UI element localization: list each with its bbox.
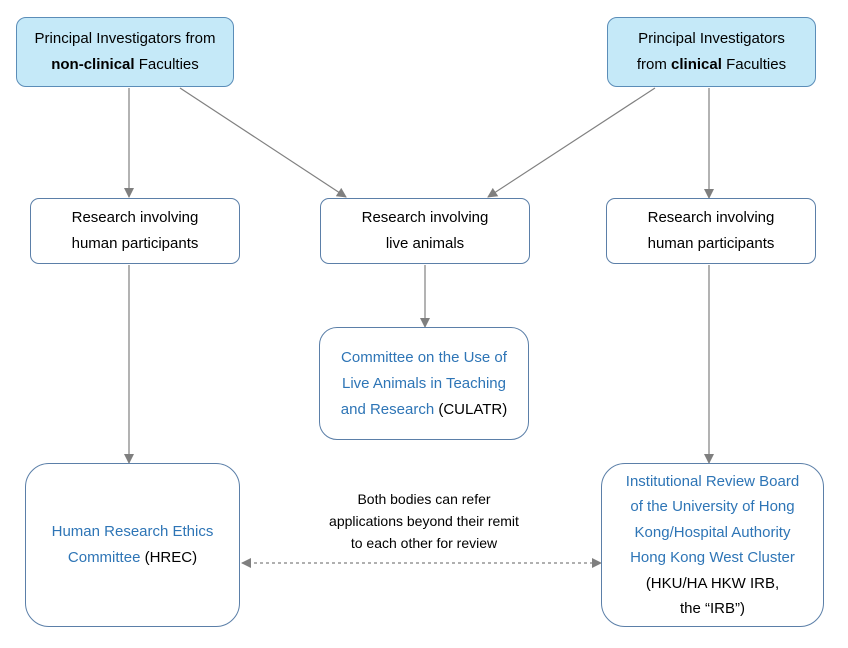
- referral-note-line3: to each other for review: [350, 535, 498, 551]
- referral-note-line2: applications beyond their remit: [329, 513, 519, 529]
- research-human-right-box: Research involving human participants: [606, 198, 816, 264]
- research-human-left-box: Research involving human participants: [30, 198, 240, 264]
- culatr-line3-blue: and Research: [340, 400, 435, 418]
- research-human-left-line1: Research involving: [71, 209, 199, 226]
- referral-note: Both bodies can refer applications beyon…: [284, 488, 564, 554]
- irb-line6: the “IRB”): [679, 600, 745, 617]
- pi-clinical-prefix: from: [636, 56, 672, 73]
- irb-line4: Hong Kong West Cluster: [630, 549, 795, 566]
- pi-nonclinical-box: Principal Investigators from non-clinica…: [16, 17, 234, 87]
- arrow-nonclinical-to-animals: [179, 87, 347, 198]
- hrec-line1: Human Research Ethics: [51, 523, 214, 540]
- irb-box: Institutional Review Board of the Univer…: [601, 463, 824, 627]
- hrec-line2-blue: Committee: [67, 549, 141, 566]
- research-human-right-line2: human participants: [647, 235, 775, 252]
- culatr-abbr: (CULATR): [434, 400, 508, 418]
- culatr-line1: Committee on the Use of: [341, 348, 507, 366]
- research-animals-line2: live animals: [385, 235, 465, 252]
- irb-line2: of the University of Hong: [630, 498, 795, 515]
- research-animals-box: Research involving live animals: [320, 198, 530, 264]
- irb-line1: Institutional Review Board: [625, 472, 800, 490]
- pi-clinical-box: Principal Investigators from clinical Fa…: [607, 17, 816, 87]
- irb-line5: (HKU/HA HKW IRB,: [645, 574, 780, 592]
- pi-clinical-line1: Principal Investigators: [638, 30, 785, 47]
- referral-note-line1: Both bodies can refer: [357, 491, 491, 507]
- pi-clinical-rest: Faculties: [721, 56, 787, 73]
- pi-clinical-bold: clinical: [671, 56, 722, 73]
- arrow-clinical-to-animals: [487, 87, 656, 198]
- hrec-box: Human Research Ethics Committee (HREC): [25, 463, 240, 627]
- research-human-left-line2: human participants: [71, 235, 199, 252]
- research-human-right-line1: Research involving: [647, 209, 775, 226]
- irb-line3: Kong/Hospital Authority: [634, 523, 791, 541]
- research-animals-line1: Research involving: [361, 209, 489, 226]
- culatr-line2: Live Animals in Teaching: [342, 374, 506, 392]
- hrec-abbr: (HREC): [140, 549, 198, 566]
- pi-nonclinical-rest: Faculties: [134, 56, 199, 73]
- pi-nonclinical-line1: Principal Investigators from: [34, 30, 216, 47]
- culatr-box: Committee on the Use of Live Animals in …: [319, 327, 529, 440]
- pi-nonclinical-bold: non-clinical: [51, 56, 135, 73]
